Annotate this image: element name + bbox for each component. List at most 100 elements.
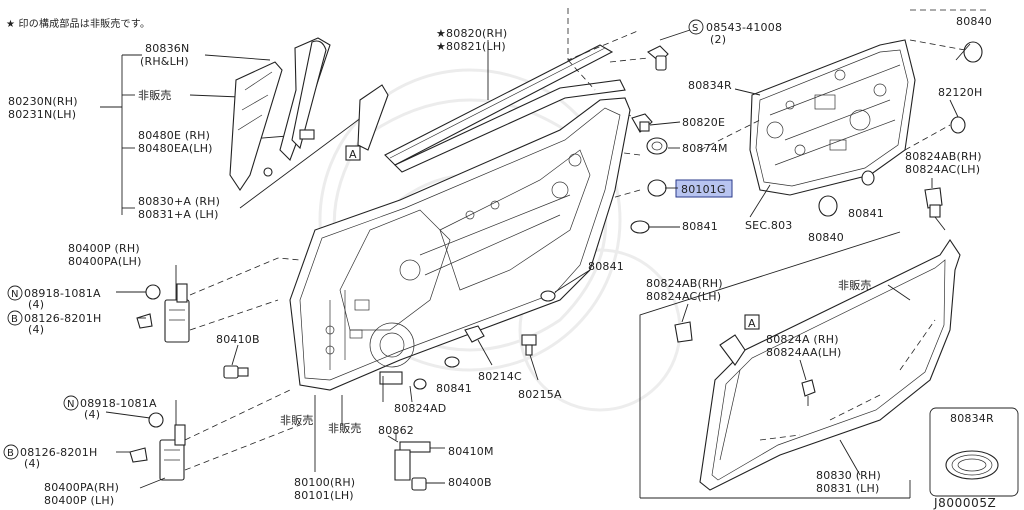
bolt-80410b <box>223 344 249 379</box>
door-panel <box>289 97 631 391</box>
circle-b-marker-2: B <box>3 444 19 460</box>
label-qty4-b: (4) <box>28 323 44 336</box>
label-80830-box: 80830 (RH) <box>816 469 881 482</box>
label-80400p-b: 80400P (LH) <box>44 494 114 507</box>
label-80820: ★80820(RH) <box>436 27 507 40</box>
view-a-marker-box: A <box>744 314 760 330</box>
note-text: ★ 印の構成部品は非販売です。 <box>6 17 150 30</box>
label-80101g: 80101G <box>681 183 726 196</box>
clip-80824ab-outer <box>924 187 946 231</box>
label-80824ab-top: 80824AB(RH) <box>905 150 982 163</box>
label-08918-a: 08918-1081A <box>24 287 101 300</box>
label-80821: ★80821(LH) <box>436 40 506 53</box>
label-80836n-side: (RH&LH) <box>140 55 189 68</box>
label-80230n: 80230N(RH) <box>8 95 78 108</box>
label-82120h: 82120H <box>938 86 982 99</box>
label-08918-b: 08918-1081A <box>80 397 157 410</box>
label-80480e: 80480E (RH) <box>138 129 210 142</box>
svg-text:B: B <box>7 448 14 459</box>
label-80400pa: 80400PA(LH) <box>68 255 142 268</box>
weatherstrip-outer <box>384 40 626 173</box>
plug-80841-b <box>861 170 875 186</box>
svg-text:A: A <box>349 148 357 161</box>
plug-80840-a <box>963 41 983 63</box>
label-80841-c: 80841 <box>588 260 624 273</box>
label-80841-a: 80841 <box>682 220 718 233</box>
label-80824a: 80824A (RH) <box>766 333 839 346</box>
clip-80820e <box>631 113 653 133</box>
label-80820e: 80820E <box>682 116 725 129</box>
svg-text:B: B <box>11 314 18 325</box>
labels: 80836N (RH&LH) 非販売 80230N(RH) 80231N(LH)… <box>8 15 996 510</box>
plug-82120h <box>950 116 966 134</box>
label-qty4-c: (4) <box>84 408 100 421</box>
label-80831-top: 80831+A (LH) <box>138 208 219 221</box>
clip-80824ab-inner <box>674 321 746 366</box>
label-hihanbai-4: 非販売 <box>838 279 872 292</box>
inset-80834r <box>929 407 1019 497</box>
label-80834r: 80834R <box>688 79 732 92</box>
circle-n-marker-1: N <box>7 285 23 301</box>
label-80480ea: 80480EA(LH) <box>138 142 213 155</box>
label-80862: 80862 <box>378 424 414 437</box>
label-80840-a: 80840 <box>956 15 992 28</box>
circle-n-marker-2: N <box>63 395 79 411</box>
plug-80840-b <box>818 195 838 217</box>
label-08126-a: 08126-8201H <box>24 312 101 325</box>
label-08543: 08543-41008 <box>706 21 782 34</box>
footer-code: J800005Z <box>933 496 996 510</box>
label-08126-b: 08126-8201H <box>20 446 97 459</box>
plug-80841-c <box>540 290 556 302</box>
label-80831-box: 80831 (LH) <box>816 482 879 495</box>
label-80834r-inset: 80834R <box>950 412 994 425</box>
label-80231n: 80231N(LH) <box>8 108 76 121</box>
weatherstrip-80830 <box>699 239 961 491</box>
label-80830-top: 80830+A (RH) <box>138 195 220 208</box>
grommet-80101g <box>647 179 667 197</box>
hinge-upper <box>136 283 190 343</box>
grommet-80824ad <box>379 371 427 402</box>
label-80824ac-top: 80824AC(LH) <box>905 163 980 176</box>
leaders <box>387 29 971 476</box>
clip-80824a <box>801 379 816 406</box>
label-80410m: 80410M <box>448 445 494 458</box>
check-link-80410m <box>394 441 445 481</box>
plug-80841-d <box>444 356 460 368</box>
label-sec803: SEC.803 <box>745 219 793 232</box>
circle-s-marker: S <box>688 19 704 35</box>
svg-text:N: N <box>67 399 75 410</box>
plug-80841-a <box>630 220 650 234</box>
label-80101: 80101(LH) <box>294 489 354 502</box>
label-80836n: 80836N <box>145 42 189 55</box>
svg-text:N: N <box>11 289 19 300</box>
label-80840-b: 80840 <box>808 231 844 244</box>
bolt-80215a <box>521 334 539 381</box>
label-80410b: 80410B <box>216 333 260 346</box>
clip-80214c <box>464 325 493 366</box>
label-80400p: 80400P (RH) <box>68 242 140 255</box>
label-80841-b: 80841 <box>848 207 884 220</box>
label-80214c: 80214C <box>478 370 522 383</box>
weatherstrip-box <box>639 231 911 499</box>
label-80824ac-box: 80824AC(LH) <box>646 290 721 303</box>
label-qty4-d: (4) <box>24 457 40 470</box>
svg-text:S: S <box>692 23 699 34</box>
screw-08543 <box>647 45 669 71</box>
label-80100: 80100(RH) <box>294 476 355 489</box>
label-80824ad: 80824AD <box>394 402 446 415</box>
svg-text:A: A <box>748 317 756 330</box>
label-08543-qty: (2) <box>710 33 726 46</box>
label-80400pa-b: 80400PA(RH) <box>44 481 119 494</box>
label-hihanbai-2: 非販売 <box>280 414 314 427</box>
label-qty4-a: (4) <box>28 298 44 311</box>
label-80215a: 80215A <box>518 388 562 401</box>
label-80824ab-box: 80824AB(RH) <box>646 277 723 290</box>
label-hihanbai-1: 非販売 <box>138 89 172 102</box>
label-hihanbai-3: 非販売 <box>328 422 362 435</box>
sash-parts <box>100 37 389 215</box>
hinge-lower <box>129 412 186 481</box>
view-a-marker-top: A <box>345 145 361 161</box>
label-80824aa: 80824AA(LH) <box>766 346 842 359</box>
label-80400b: 80400B <box>448 476 492 489</box>
highlight-box-80101g <box>675 179 733 198</box>
